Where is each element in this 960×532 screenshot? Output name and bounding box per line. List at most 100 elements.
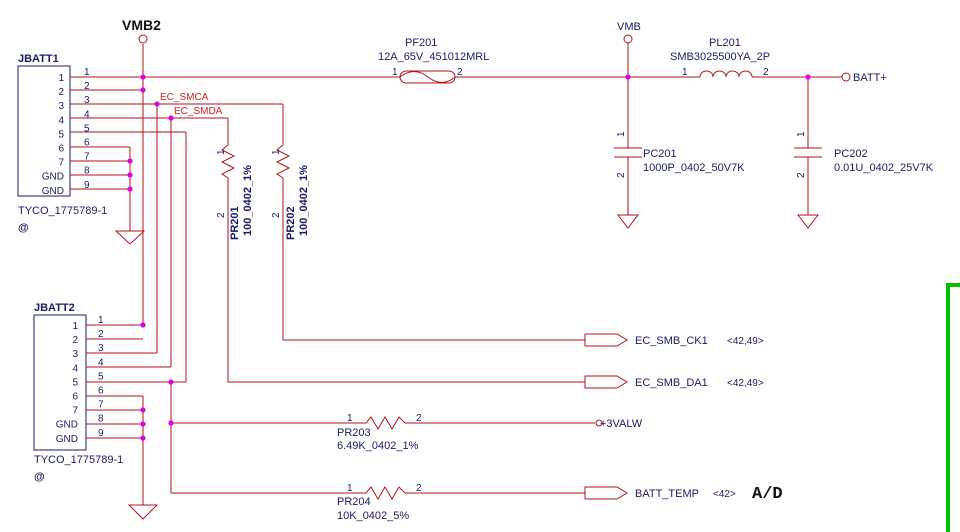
jbatt1-body	[17, 65, 71, 197]
junction-dot	[168, 420, 174, 426]
pr203-value: 6.49K_0402_1%	[337, 440, 419, 452]
pl201-value: SMB3025500YA_2P	[670, 51, 770, 63]
resistor-pr201: 1 2 PR201 100_0402_1%	[216, 144, 254, 240]
ground-symbol-jbatt1	[114, 230, 146, 245]
wires-jbatt2	[86, 178, 595, 505]
pr203-ref: PR203	[337, 427, 371, 439]
resistor-pr203: 1 2 PR203 6.49K_0402_1%	[337, 413, 422, 452]
jbatt2-pin-number: 8	[98, 414, 104, 425]
jbatt2-pin-label: 2	[72, 335, 78, 346]
inductor-pl201: PL201 SMB3025500YA_2P 1 2	[628, 37, 842, 78]
pr204-pin1: 1	[347, 483, 353, 494]
sheet-border	[946, 283, 960, 532]
jbatt1-pin-number: 5	[84, 123, 90, 134]
da1-ref: <42,49>	[727, 378, 764, 389]
resistor-pr204: 1 2 PR204 10K_0402_5%	[337, 483, 422, 522]
junction-dots	[127, 74, 811, 441]
jbatt1-pin-label: 6	[58, 144, 64, 155]
pc201-ref: PC201	[643, 148, 677, 160]
junction-dot	[168, 379, 174, 385]
jbatt1-pin-label: GND	[42, 172, 64, 183]
ck1-ref: <42,49>	[727, 336, 764, 347]
capacitor-pc202: 1 2 PC202 0.01U_0402_25V7K	[794, 77, 934, 229]
jbatt1-pin-number: 9	[84, 180, 90, 191]
jbatt1-pin-label: GND	[42, 186, 64, 197]
junction-dot	[127, 186, 133, 192]
pc202-ref: PC202	[834, 148, 868, 160]
pc201-pin2: 2	[616, 172, 627, 178]
pr201-pin1: 1	[216, 149, 227, 155]
pl201-pin2: 2	[763, 67, 769, 78]
junction-dot	[127, 172, 133, 178]
pf201-value: 12A_65V_451012MRL	[378, 51, 489, 63]
fuse-pf201: PF201 12A_65V_451012MRL 1 2	[378, 37, 628, 84]
junction-dot	[625, 74, 631, 80]
pc201-pin1: 1	[616, 131, 627, 137]
offpage-batt-temp: BATT_TEMP <42>	[584, 486, 736, 500]
junction-dot	[140, 407, 146, 413]
resistor-pr202: 1 2 PR202 100_0402_1%	[271, 144, 310, 240]
pc201-value: 1000P_0402_50V7K	[643, 162, 745, 174]
offpage-ec-smb-da1: EC_SMB_DA1 <42,49>	[584, 375, 764, 389]
ck1-name: EC_SMB_CK1	[635, 335, 708, 347]
valw-power-port: +3VALW	[595, 418, 643, 430]
junction-dot	[140, 74, 146, 80]
vmb-power-port: VMB	[617, 21, 641, 77]
pf201-ref: PF201	[405, 37, 437, 49]
jbatt2-pin-label: 3	[72, 349, 78, 360]
jbatt2-part: TYCO_1775789-1	[34, 454, 123, 466]
jbatt2-pin-number: 1	[98, 315, 104, 326]
junction-dot	[127, 158, 133, 164]
temp-ref: <42>	[713, 489, 736, 500]
pr202-pin1: 1	[271, 149, 282, 155]
junction-dot	[140, 421, 146, 427]
jbatt1-part: TYCO_1775789-1	[18, 205, 107, 217]
junction-dot	[140, 435, 146, 441]
junction-dot	[140, 87, 146, 93]
jbatt1-pin-label: 4	[58, 115, 64, 126]
batt-plus-label: BATT+	[853, 72, 887, 84]
jbatt1-pin-number: 4	[84, 109, 90, 120]
junction-dot	[805, 74, 811, 80]
pr202-pin2: 2	[271, 212, 282, 218]
pr202-ref: PR202	[285, 206, 297, 240]
junction-dot	[140, 322, 146, 328]
pc202-pin2: 2	[796, 172, 807, 178]
pr202-value: 100_0402_1%	[298, 165, 310, 236]
jbatt1-pin-label: 2	[58, 87, 64, 98]
jbatt1-pin-number: 6	[84, 138, 90, 149]
pr204-ref: PR204	[337, 496, 371, 508]
pr201-ref: PR201	[229, 206, 241, 240]
jbatt1-pin-label: 5	[58, 129, 64, 140]
pf201-pin1: 1	[392, 67, 398, 78]
net-label-ec-smda: EC_SMDA	[174, 106, 223, 117]
pr203-pin1: 1	[347, 413, 353, 424]
ground-symbol-jbatt2	[127, 504, 159, 520]
jbatt2-pin-label: 5	[72, 377, 78, 388]
pr204-pin2: 2	[416, 483, 422, 494]
jbatt2-pin-label: GND	[56, 434, 78, 445]
jbatt2-pin-number: 7	[98, 400, 104, 411]
pr201-pin2: 2	[216, 212, 227, 218]
valw-label: +3VALW	[600, 418, 643, 430]
vmb2-label: VMB2	[122, 17, 161, 33]
pr203-pin2: 2	[416, 413, 422, 424]
jbatt1-pin-label: 1	[58, 73, 64, 84]
junction-dot	[154, 101, 160, 107]
capacitor-pc201: 1 2 PC201 1000P_0402_50V7K	[614, 77, 745, 229]
jbatt1-pin-label: 7	[58, 158, 64, 169]
pc202-value: 0.01U_0402_25V7K	[834, 162, 934, 174]
pf201-pin2: 2	[457, 67, 463, 78]
vmb2-power-port: VMB2	[122, 17, 161, 44]
jbatt2-ref: JBATT2	[34, 302, 75, 314]
jbatt1-pin-label: 3	[58, 101, 64, 112]
net-label-ec-smca: EC_SMCA	[160, 92, 209, 103]
jbatt2-pin-label: 4	[72, 363, 78, 374]
jbatt1-pin-number: 2	[84, 81, 90, 92]
jbatt1-pin-number: 1	[84, 67, 90, 78]
pc202-pin1: 1	[796, 131, 807, 137]
